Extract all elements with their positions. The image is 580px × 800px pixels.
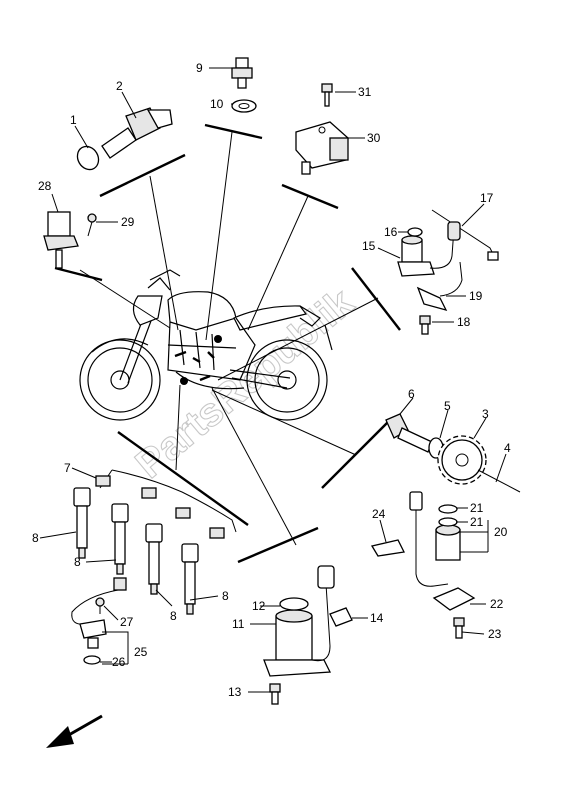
clamp-24 bbox=[370, 539, 405, 557]
callout-14: 14 bbox=[370, 611, 384, 625]
bolt-18 bbox=[419, 315, 431, 335]
callout-26: 26 bbox=[112, 655, 126, 669]
motorcycle-silhouette bbox=[79, 269, 333, 421]
callout-8a: 8 bbox=[32, 531, 39, 545]
pump-11 bbox=[263, 565, 335, 677]
callout-10: 10 bbox=[210, 97, 224, 111]
bolt-23 bbox=[453, 617, 465, 639]
callout-21b: 21 bbox=[470, 515, 484, 529]
callout-22: 22 bbox=[490, 597, 504, 611]
pressure-sensor-30 bbox=[295, 121, 349, 175]
gasket-1 bbox=[76, 145, 100, 171]
washer-10 bbox=[231, 99, 257, 113]
group-leader-lines bbox=[54, 123, 401, 564]
ignition-coil-8a bbox=[73, 487, 91, 559]
callout-11: 11 bbox=[232, 617, 245, 631]
temperature-sensor-2 bbox=[101, 107, 173, 159]
o-ring-21a bbox=[438, 504, 458, 514]
ignition-coil-8d bbox=[181, 543, 199, 615]
callout-2: 2 bbox=[116, 79, 123, 93]
o-ring-16 bbox=[407, 227, 423, 237]
ignition-coil-8b bbox=[111, 503, 129, 575]
callout-18: 18 bbox=[457, 315, 471, 329]
callout-1: 1 bbox=[70, 113, 77, 127]
callout-7: 7 bbox=[64, 461, 71, 475]
bolt-6 bbox=[385, 413, 433, 453]
callout-15: 15 bbox=[362, 239, 376, 253]
sub-wire-harness-7 bbox=[95, 469, 237, 539]
sprocket-3 bbox=[437, 435, 487, 485]
callout-8b: 8 bbox=[74, 555, 81, 569]
callout-labels: 1 2 9 10 31 30 28 29 17 16 15 19 18 6 5 … bbox=[32, 61, 511, 699]
lead-wire-17 bbox=[431, 209, 499, 261]
callout-3: 3 bbox=[482, 407, 489, 421]
oil-pressure-switch-9 bbox=[231, 57, 253, 89]
bolt-31 bbox=[321, 83, 333, 107]
callout-21a: 21 bbox=[470, 501, 484, 515]
screw-29 bbox=[87, 213, 97, 237]
sensor-20 bbox=[409, 491, 461, 587]
sensor-25 bbox=[71, 577, 127, 649]
callout-23: 23 bbox=[488, 627, 502, 641]
callout-5: 5 bbox=[444, 399, 451, 413]
callout-12: 12 bbox=[252, 599, 266, 613]
callout-6: 6 bbox=[408, 387, 415, 401]
callout-leaders bbox=[39, 67, 507, 693]
callout-28: 28 bbox=[38, 179, 52, 193]
o-ring-26 bbox=[83, 655, 101, 665]
callout-31: 31 bbox=[358, 85, 372, 99]
callout-17: 17 bbox=[480, 191, 494, 205]
ignition-coil-8c bbox=[145, 523, 163, 595]
callout-24: 24 bbox=[372, 507, 386, 521]
callout-16: 16 bbox=[384, 225, 398, 239]
callout-27: 27 bbox=[120, 615, 134, 629]
callout-13: 13 bbox=[228, 685, 242, 699]
callout-4: 4 bbox=[504, 441, 511, 455]
callout-9: 9 bbox=[196, 61, 203, 75]
o-ring-12 bbox=[279, 597, 309, 611]
bracket-19 bbox=[416, 261, 463, 312]
speed-sensor-15 bbox=[397, 221, 461, 277]
bolt-27 bbox=[95, 597, 105, 614]
callout-8c: 8 bbox=[170, 609, 177, 623]
callout-25: 25 bbox=[134, 645, 148, 659]
clamp-14 bbox=[329, 607, 353, 627]
bolt-13 bbox=[269, 683, 281, 705]
callout-20: 20 bbox=[494, 525, 508, 539]
callout-29: 29 bbox=[121, 215, 135, 229]
callout-8d: 8 bbox=[222, 589, 229, 603]
callout-19: 19 bbox=[469, 289, 483, 303]
front-direction-arrow-icon bbox=[46, 714, 103, 748]
bracket-22 bbox=[432, 587, 476, 611]
sensor-28 bbox=[43, 211, 79, 269]
shaft-4 bbox=[477, 469, 521, 493]
callout-30: 30 bbox=[367, 131, 381, 145]
o-ring-21b bbox=[438, 517, 458, 527]
